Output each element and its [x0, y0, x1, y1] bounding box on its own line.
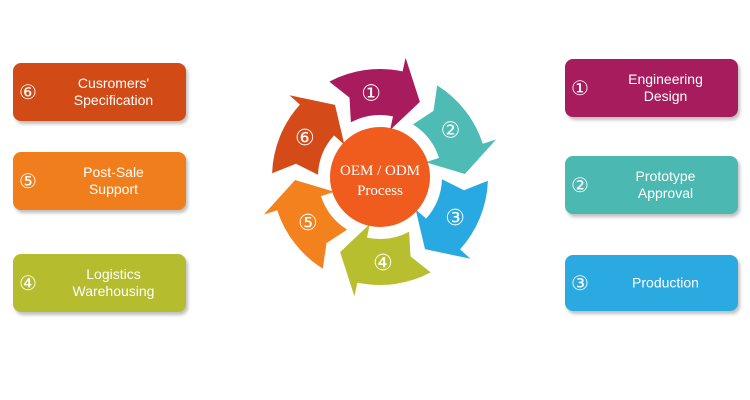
cycle-arrow-number-4: ④	[373, 251, 393, 276]
center-circle	[330, 127, 430, 227]
step-label-line1: Post-Sale	[83, 164, 144, 180]
cycle-arrow-1	[329, 57, 420, 131]
step-label: Prototype Approval	[599, 168, 732, 202]
cycle-arrow-numbers: ① ② ③ ④ ⑤ ⑥	[295, 82, 465, 276]
step-label-line1: Logistics	[86, 266, 141, 282]
step-box-production: ③ Production	[565, 255, 738, 311]
cycle-arrow-2	[412, 85, 497, 174]
cycle-arrow-number-1: ①	[361, 82, 381, 107]
cycle-arrow-3	[415, 179, 488, 259]
step-label-line1: Production	[632, 274, 699, 291]
step-label-line2: Design	[643, 88, 688, 104]
cycle-arrow-5	[263, 180, 348, 269]
step-label: Cusromers' Specification	[47, 75, 180, 109]
step-box-customers-specification: ⑥ Cusromers' Specification	[13, 63, 186, 121]
step-number: ①	[571, 76, 589, 100]
step-number: ④	[19, 271, 37, 295]
cycle-arrow-number-2: ②	[441, 119, 461, 144]
step-label-line1: Prototype	[635, 168, 696, 184]
step-number: ⑥	[19, 80, 37, 104]
step-label-line1: Engineering	[628, 71, 703, 87]
cycle-arrow-4	[340, 223, 431, 297]
cycle-arrow-6	[272, 95, 345, 175]
step-label-line2: Approval	[637, 185, 694, 201]
step-number: ⑤	[19, 169, 37, 193]
step-label-line2: Support	[88, 181, 139, 197]
cycle-arrow-number-6: ⑥	[295, 126, 315, 151]
step-box-prototype-approval: ② Prototype Approval	[565, 156, 738, 214]
step-label-line1: Cusromers'	[77, 75, 150, 91]
step-box-logistics-warehousing: ④ Logistics Warehousing	[13, 254, 186, 312]
step-label: Production	[599, 275, 732, 292]
cycle-arrow-number-5: ⑤	[298, 211, 318, 236]
step-label-line2: Warehousing	[72, 283, 155, 299]
step-label: Post-Sale Support	[47, 164, 180, 198]
step-label: Engineering Design	[599, 71, 732, 105]
step-number: ②	[571, 173, 589, 197]
cycle-arrows	[263, 57, 497, 297]
step-label: Logistics Warehousing	[47, 266, 180, 300]
step-number: ③	[571, 271, 589, 295]
step-box-post-sale-support: ⑤ Post-Sale Support	[13, 152, 186, 210]
cycle-arrow-number-3: ③	[445, 206, 465, 231]
center-subtitle: Process	[357, 183, 403, 199]
center-title: OEM / ODM	[340, 163, 420, 179]
step-label-line2: Specification	[73, 92, 154, 108]
step-box-engineering-design: ① Engineering Design	[565, 59, 738, 117]
